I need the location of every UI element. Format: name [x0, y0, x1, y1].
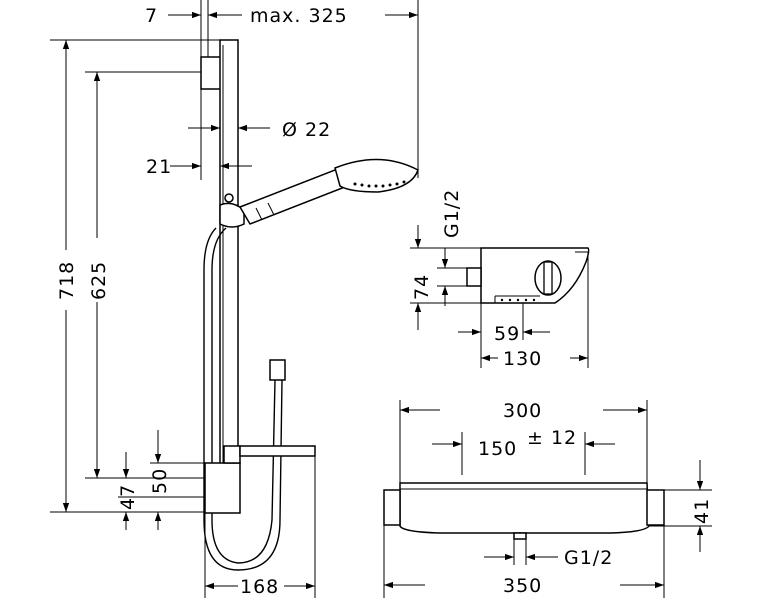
- dim-shelf-width-group: 168: [204, 456, 316, 598]
- dim-lower-bracket-a: 50: [149, 468, 171, 494]
- dim-handshower-height-group: 625: [85, 71, 205, 479]
- dim-outlet-thread-group: G1/2: [484, 539, 613, 569]
- dim-overall-width-group: 350: [383, 525, 665, 598]
- dim-thermo-depth: 130: [503, 348, 542, 370]
- dim-wall-gap: 21: [146, 156, 172, 178]
- dim-shelf-width: 168: [240, 576, 279, 598]
- dim-overall-height-group: 718: [50, 39, 220, 513]
- dim-top-offsets: 7 max. 325: [145, 0, 419, 178]
- dim-wall-gap-group: 21: [146, 89, 252, 180]
- dim-front-height: 41: [691, 498, 713, 524]
- thermostat-inlet-side: [466, 267, 482, 287]
- holder-knob: [224, 193, 234, 203]
- dim-rail-offset: 7: [145, 5, 158, 27]
- shower-shelf: [239, 445, 316, 457]
- dim-front-width-group: 300: [399, 400, 648, 483]
- dim-connection-tolerance: ± 12: [527, 427, 577, 449]
- right-eccentric: [646, 489, 665, 526]
- holder-slider: [219, 202, 245, 228]
- dim-rail-diameter: Ø 22: [282, 119, 331, 141]
- dim-thermo-inlet-offset: 59: [494, 323, 520, 345]
- dim-handshower-height: 625: [88, 261, 110, 300]
- hose-connector: [269, 359, 286, 381]
- thermostat-front-view: [383, 482, 665, 540]
- thermostat-side-view: [466, 247, 590, 304]
- shower-hose: [211, 227, 276, 564]
- dim-front-height-group: 41: [649, 460, 713, 552]
- dim-thermo-height: 74: [411, 274, 433, 300]
- dim-thermo-side-group: 74 G1/2: [410, 189, 481, 330]
- dim-lower-bracket-group: 50 47: [117, 430, 205, 530]
- handshower-handle: [238, 167, 352, 225]
- left-eccentric: [383, 489, 401, 526]
- dim-thermo-depth-group: 59 130: [458, 252, 589, 370]
- dim-connection-spacing-group: 150 ± 12: [432, 427, 615, 475]
- dim-overall-height: 718: [56, 261, 78, 300]
- lower-wall-bracket: [204, 462, 241, 514]
- dim-outlet-thread: G1/2: [564, 547, 613, 569]
- dim-rail-diameter-group: Ø 22: [188, 119, 331, 141]
- dim-max-reach: max. 325: [250, 5, 348, 27]
- outlet-connection: [513, 532, 527, 540]
- dim-lower-bracket-b: 47: [117, 484, 139, 510]
- dim-thermo-thread-top: G1/2: [441, 189, 463, 238]
- thermostat-body-front: [399, 482, 650, 534]
- dim-overall-width: 350: [503, 575, 542, 597]
- shower-rail-set: [200, 39, 419, 571]
- dim-connection-spacing: 150: [478, 438, 517, 460]
- dim-front-width: 300: [503, 400, 542, 422]
